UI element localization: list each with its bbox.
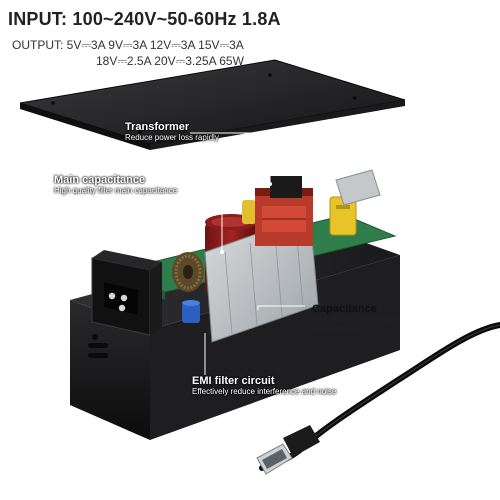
top-lid (19, 59, 406, 150)
emi-callout: EMI filter circuit Effectively reduce in… (192, 375, 336, 396)
transformer-desc: Reduce power loss rapidly (125, 133, 219, 142)
output-spec-line2: 18V⎓2.5A 20V⎓3.25A 65W (96, 54, 244, 68)
blue-capacitor (182, 300, 200, 323)
leader-lines (175, 132, 305, 375)
emi-title: EMI filter circuit (192, 375, 275, 387)
capacitance-desc-1: High quality capacitance (312, 315, 399, 324)
heatsink-plate (204, 214, 319, 343)
usb-port (335, 169, 381, 206)
capacitor-marker (220, 250, 224, 254)
main-capacitance-desc: High quality filler main capacitance (54, 186, 178, 195)
capacitance-desc-2: low resistance (312, 324, 363, 333)
transformer (255, 176, 313, 246)
transformer-title: Transformer (125, 121, 190, 133)
transformer-callout: Transformer Reduce power loss rapidly (125, 121, 219, 142)
yellow-capacitor (329, 196, 357, 236)
usb-c-plug-icon (256, 425, 320, 475)
iec-c5-socket-icon (91, 250, 162, 336)
output-spec-line1: OUTPUT: 5V⎓3A 9V⎓3A 12V⎓3A 15V⎓3A (12, 38, 244, 52)
capacitance-callout: Capacitance High quality capacitance low… (312, 303, 399, 333)
emi-desc: Effectively reduce interference and nois… (192, 387, 337, 396)
vent-icon (88, 334, 108, 358)
capacitance-title: Capacitance (312, 303, 377, 315)
transformer-marker (268, 182, 272, 186)
main-capacitance-title: Main capacitance (54, 174, 146, 186)
input-spec: INPUT: 100~240V~50-60Hz 1.8A (8, 9, 281, 29)
inductor-coil (172, 252, 204, 292)
main-capacitance-callout: Main capacitance High quality filler mai… (54, 174, 177, 195)
